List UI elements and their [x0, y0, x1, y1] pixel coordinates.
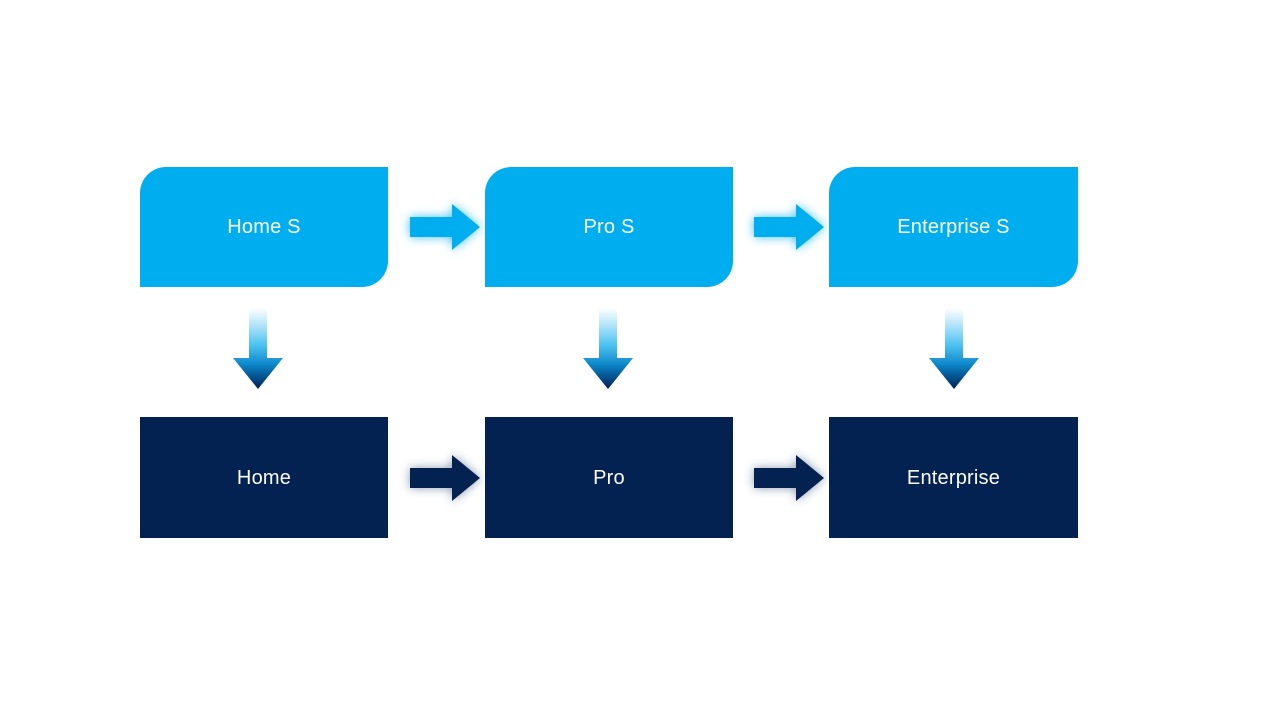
node-pro-label: Pro [593, 466, 625, 489]
node-pro[interactable]: Pro [485, 417, 733, 538]
arrow-enterprise-s-to-enterprise [928, 308, 980, 390]
node-home-label: Home [236, 466, 292, 489]
arrow-home-to-pro [410, 454, 480, 502]
node-enterprise-label: Enterprise [906, 466, 1001, 489]
arrow-pro-s-to-enterprise-s [754, 203, 824, 251]
node-enterprise-s[interactable]: Enterprise S [829, 167, 1078, 287]
node-home-s-label: Home S [227, 216, 301, 238]
arrow-pro-s-to-pro [582, 308, 634, 390]
arrow-home-s-to-home [232, 308, 284, 390]
node-enterprise[interactable]: Enterprise [829, 417, 1078, 538]
node-home[interactable]: Home [140, 417, 388, 538]
node-pro-s[interactable]: Pro S [485, 167, 733, 287]
arrow-home-s-to-pro-s [410, 203, 480, 251]
node-home-s[interactable]: Home S [140, 167, 388, 287]
arrow-pro-to-enterprise [754, 454, 824, 502]
node-pro-s-label: Pro S [583, 216, 635, 238]
node-enterprise-s-label: Enterprise S [897, 216, 1010, 238]
